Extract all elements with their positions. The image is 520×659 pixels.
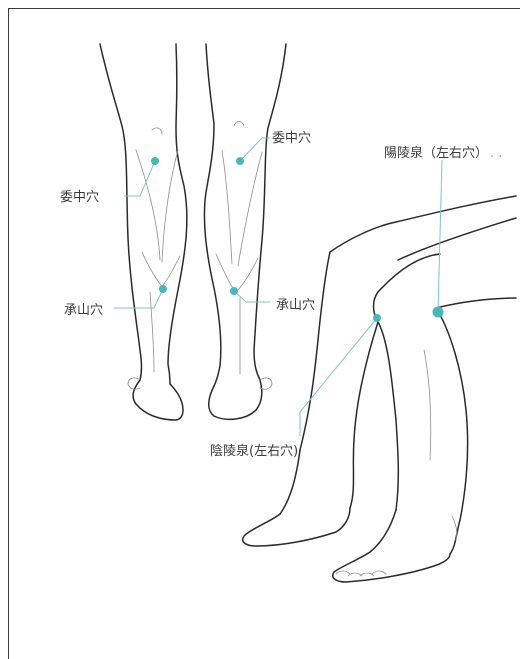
yinlingquan-label: 陰陵泉(左右穴) — [210, 440, 298, 459]
yanglingquan-label: 陽陵泉（左右穴）. . — [384, 142, 502, 161]
near-shin-back — [350, 322, 378, 508]
chengshan-left-label: 承山穴 — [64, 299, 103, 318]
far-foot — [333, 510, 450, 582]
far-shin — [436, 308, 468, 554]
yanglingquan-label-trail: . . — [490, 146, 502, 161]
weizhong-right-label: 委中穴 — [272, 127, 311, 146]
near-shin — [280, 450, 300, 514]
yanglingquan-label-text: 陽陵泉（左右穴） — [384, 146, 488, 161]
yinlingquan-point — [373, 314, 381, 322]
back-right-leg — [204, 44, 286, 419]
near-knee — [300, 252, 330, 450]
back-right-leg-outer — [254, 44, 286, 380]
chengshan-right-point — [230, 287, 238, 295]
back-right-leg-inner — [204, 44, 220, 386]
yanglingquan-point — [433, 307, 444, 318]
lower-thigh-bottom — [436, 298, 516, 308]
near-foot — [243, 508, 350, 546]
upper-thigh-bottom — [398, 218, 516, 260]
upper-thigh-top — [330, 196, 516, 252]
back-right-foot — [209, 380, 262, 419]
side-legs — [243, 196, 516, 582]
chengshan-right-label: 承山穴 — [276, 294, 315, 313]
back-left-leg-outer — [100, 44, 142, 380]
weizhong-left-point — [151, 157, 159, 165]
chengshan-left-point — [159, 285, 167, 293]
lower-thigh-top — [378, 254, 440, 292]
back-left-leg — [100, 44, 187, 420]
back-left-leg-inner — [168, 44, 187, 384]
weizhong-right-point — [236, 157, 244, 165]
weizhong-left-label: 委中穴 — [60, 186, 99, 205]
back-left-foot — [133, 380, 183, 420]
